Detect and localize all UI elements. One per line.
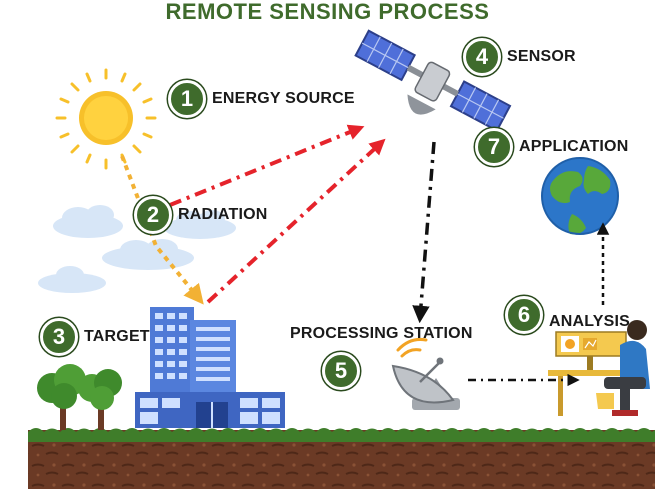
step-label: RADIATION <box>178 206 268 223</box>
dish-antenna-icon <box>391 338 460 410</box>
step-label: ANALYSIS <box>549 313 631 330</box>
radiation-to-sensor-arrow <box>169 124 365 207</box>
step-sensor: 4 SENSOR <box>463 38 576 76</box>
analyst-desk-icon <box>548 320 650 416</box>
step-radiation: 2 RADIATION <box>134 196 268 234</box>
step-processing-station-badge: 5 <box>322 352 360 390</box>
step-label: TARGET <box>84 328 150 345</box>
incoming-radiation-arrow <box>120 155 204 305</box>
step-number-badge: 2 <box>134 196 172 234</box>
step-number-badge: 4 <box>463 38 501 76</box>
ground <box>28 428 655 489</box>
step-application: 7 APPLICATION <box>475 128 628 166</box>
building-icon <box>135 307 285 428</box>
step-analysis: 6 ANALYSIS <box>505 296 630 334</box>
step-target: 3 TARGET <box>40 318 150 356</box>
step-number-badge: 3 <box>40 318 78 356</box>
globe-icon <box>541 157 619 235</box>
step-label: APPLICATION <box>519 138 629 155</box>
step-number-badge: 6 <box>505 296 543 334</box>
satellite-icon <box>354 29 512 132</box>
step-label: SENSOR <box>507 48 576 65</box>
reflected-radiation-arrow <box>206 138 386 304</box>
downlink-arrow <box>412 141 436 324</box>
step-processing-station-label: PROCESSING STATION <box>290 325 473 342</box>
tree-icon <box>37 364 122 430</box>
page-title: REMOTE SENSING PROCESS <box>165 0 490 24</box>
step-energy-source: 1 ENERGY SOURCE <box>168 80 355 118</box>
sun-icon <box>55 68 157 170</box>
step-number-badge: 1 <box>168 80 206 118</box>
step-number-badge: 7 <box>475 128 513 166</box>
step-label: ENERGY SOURCE <box>212 90 355 107</box>
